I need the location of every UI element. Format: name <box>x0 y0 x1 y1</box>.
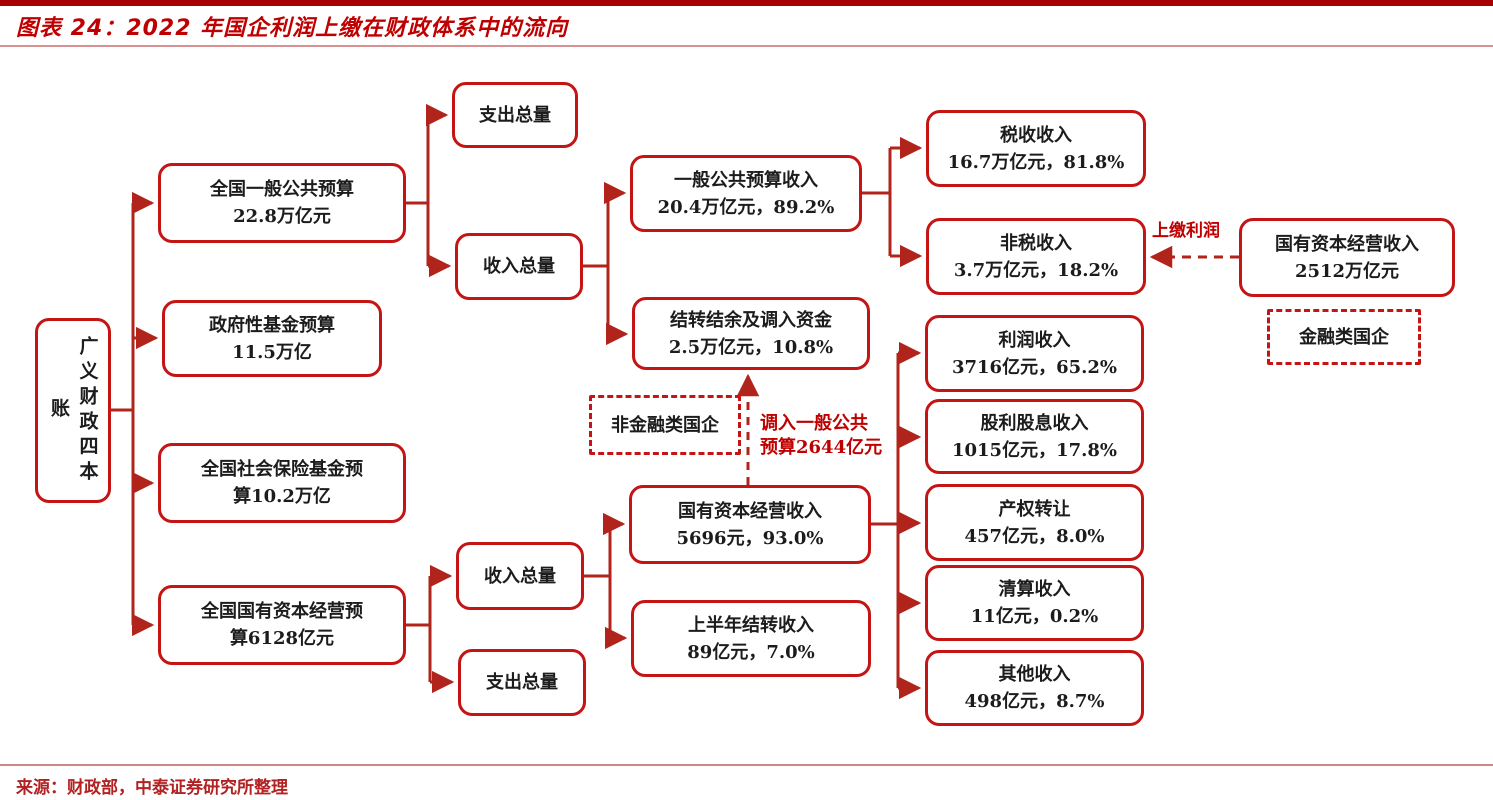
node-state-capital-operation-income-financial: 国有资本经营收入 2512万亿元 <box>1239 218 1455 297</box>
footer-divider <box>0 764 1493 766</box>
node-value: 89亿元，7.0% <box>687 641 815 663</box>
node-liquidation-income: 清算收入 11亿元，0.2% <box>925 565 1144 641</box>
node-value: 5696元，93.0% <box>676 527 824 549</box>
node-label: 国有资本经营收入 <box>1275 233 1419 255</box>
node-label: 收入总量 <box>483 256 555 277</box>
edge-label-line1: 调入一般公共 <box>760 413 868 434</box>
node-label: 金融类国企 <box>1299 326 1389 348</box>
node-label: 全国社会保险基金预 <box>201 459 363 480</box>
node-property-rights-transfer: 产权转让 457亿元，8.0% <box>925 484 1144 561</box>
node-label: 税收收入 <box>1000 124 1072 146</box>
node-financial-soe: 金融类国企 <box>1267 309 1421 365</box>
node-expenditure-total-top: 支出总量 <box>452 82 578 148</box>
node-value: 算10.2万亿 <box>233 486 331 507</box>
node-label: 一般公共预算收入 <box>674 169 818 191</box>
node-label: 清算收入 <box>998 579 1071 600</box>
node-broad-fiscal-four-accounts: 广义财政四本账 <box>35 318 111 503</box>
node-value: 算6128亿元 <box>229 628 335 649</box>
node-label: 利润收入 <box>998 329 1071 351</box>
node-label: 国有资本经营收入 <box>678 500 822 522</box>
node-value: 498亿元，8.7% <box>964 691 1105 712</box>
node-state-capital-operation-income-mid: 国有资本经营收入 5696元，93.0% <box>629 485 871 564</box>
node-profit-income: 利润收入 3716亿元，65.2% <box>925 315 1144 392</box>
node-label: 结转结余及调入资金 <box>670 309 832 331</box>
node-label: 非税收入 <box>1000 232 1072 254</box>
node-label: 上半年结转收入 <box>688 614 814 636</box>
node-value: 3.7万亿元，18.2% <box>953 259 1119 281</box>
node-label: 收入总量 <box>484 565 556 587</box>
node-value: 2512万亿元 <box>1294 260 1400 282</box>
edge-label-line2: 预算2644亿元 <box>760 437 883 459</box>
node-label: 其他收入 <box>998 664 1071 685</box>
node-label: 政府性基金预算 <box>209 314 335 336</box>
node-label: 支出总量 <box>486 672 558 693</box>
node-value: 11.5万亿 <box>232 341 312 363</box>
node-value: 22.8万亿元 <box>233 206 331 227</box>
node-value: 16.7万亿元，81.8% <box>947 151 1125 173</box>
source-note: 来源：财政部，中泰证券研究所整理 <box>16 778 288 798</box>
node-label: 股利股息收入 <box>980 412 1089 434</box>
node-first-half-carryover-income: 上半年结转收入 89亿元，7.0% <box>631 600 871 677</box>
node-social-insurance-fund-budget: 全国社会保险基金预 算10.2万亿 <box>158 443 406 523</box>
node-dividend-income: 股利股息收入 1015亿元，17.8% <box>925 399 1144 474</box>
node-label: 全国国有资本经营预 <box>201 601 363 622</box>
node-label: 广义财政四本账 <box>48 335 99 486</box>
node-carryover-and-transferred-funds: 结转结余及调入资金 2.5万亿元，10.8% <box>632 297 870 370</box>
node-other-income: 其他收入 498亿元，8.7% <box>925 650 1144 726</box>
node-revenue-total-bottom: 收入总量 <box>456 542 584 610</box>
node-national-general-public-budget: 全国一般公共预算 22.8万亿元 <box>158 163 406 243</box>
node-tax-revenue: 税收收入 16.7万亿元，81.8% <box>926 110 1146 187</box>
node-nonfinancial-soe: 非金融类国企 <box>589 395 741 455</box>
node-expenditure-total-bottom: 支出总量 <box>458 649 586 716</box>
node-revenue-total-top: 收入总量 <box>455 233 583 300</box>
title-divider <box>0 45 1493 47</box>
node-state-capital-operation-budget: 全国国有资本经营预 算6128亿元 <box>158 585 406 665</box>
node-value: 457亿元，8.0% <box>964 525 1105 547</box>
node-value: 2.5万亿元，10.8% <box>668 336 834 358</box>
edge-label-profit-remittance: 上缴利润 <box>1152 221 1220 241</box>
top-accent-bar <box>0 0 1493 6</box>
edge-label-transfer-to-general-budget: 调入一般公共 预算2644亿元 <box>760 412 882 461</box>
node-label: 产权转让 <box>998 498 1071 520</box>
node-label: 支出总量 <box>479 104 551 126</box>
node-government-fund-budget: 政府性基金预算 11.5万亿 <box>162 300 382 377</box>
node-label: 非金融类国企 <box>611 414 719 436</box>
node-value: 1015亿元，17.8% <box>951 439 1118 461</box>
node-label: 全国一般公共预算 <box>210 179 354 200</box>
node-value: 20.4万亿元，89.2% <box>657 196 835 218</box>
figure-title: 图表 24：2022 年国企利润上缴在财政体系中的流向 <box>16 16 569 41</box>
node-value: 11亿元，0.2% <box>970 606 1099 627</box>
node-value: 3716亿元，65.2% <box>951 356 1118 378</box>
node-nontax-revenue: 非税收入 3.7万亿元，18.2% <box>926 218 1146 295</box>
node-general-public-budget-revenue: 一般公共预算收入 20.4万亿元，89.2% <box>630 155 862 232</box>
